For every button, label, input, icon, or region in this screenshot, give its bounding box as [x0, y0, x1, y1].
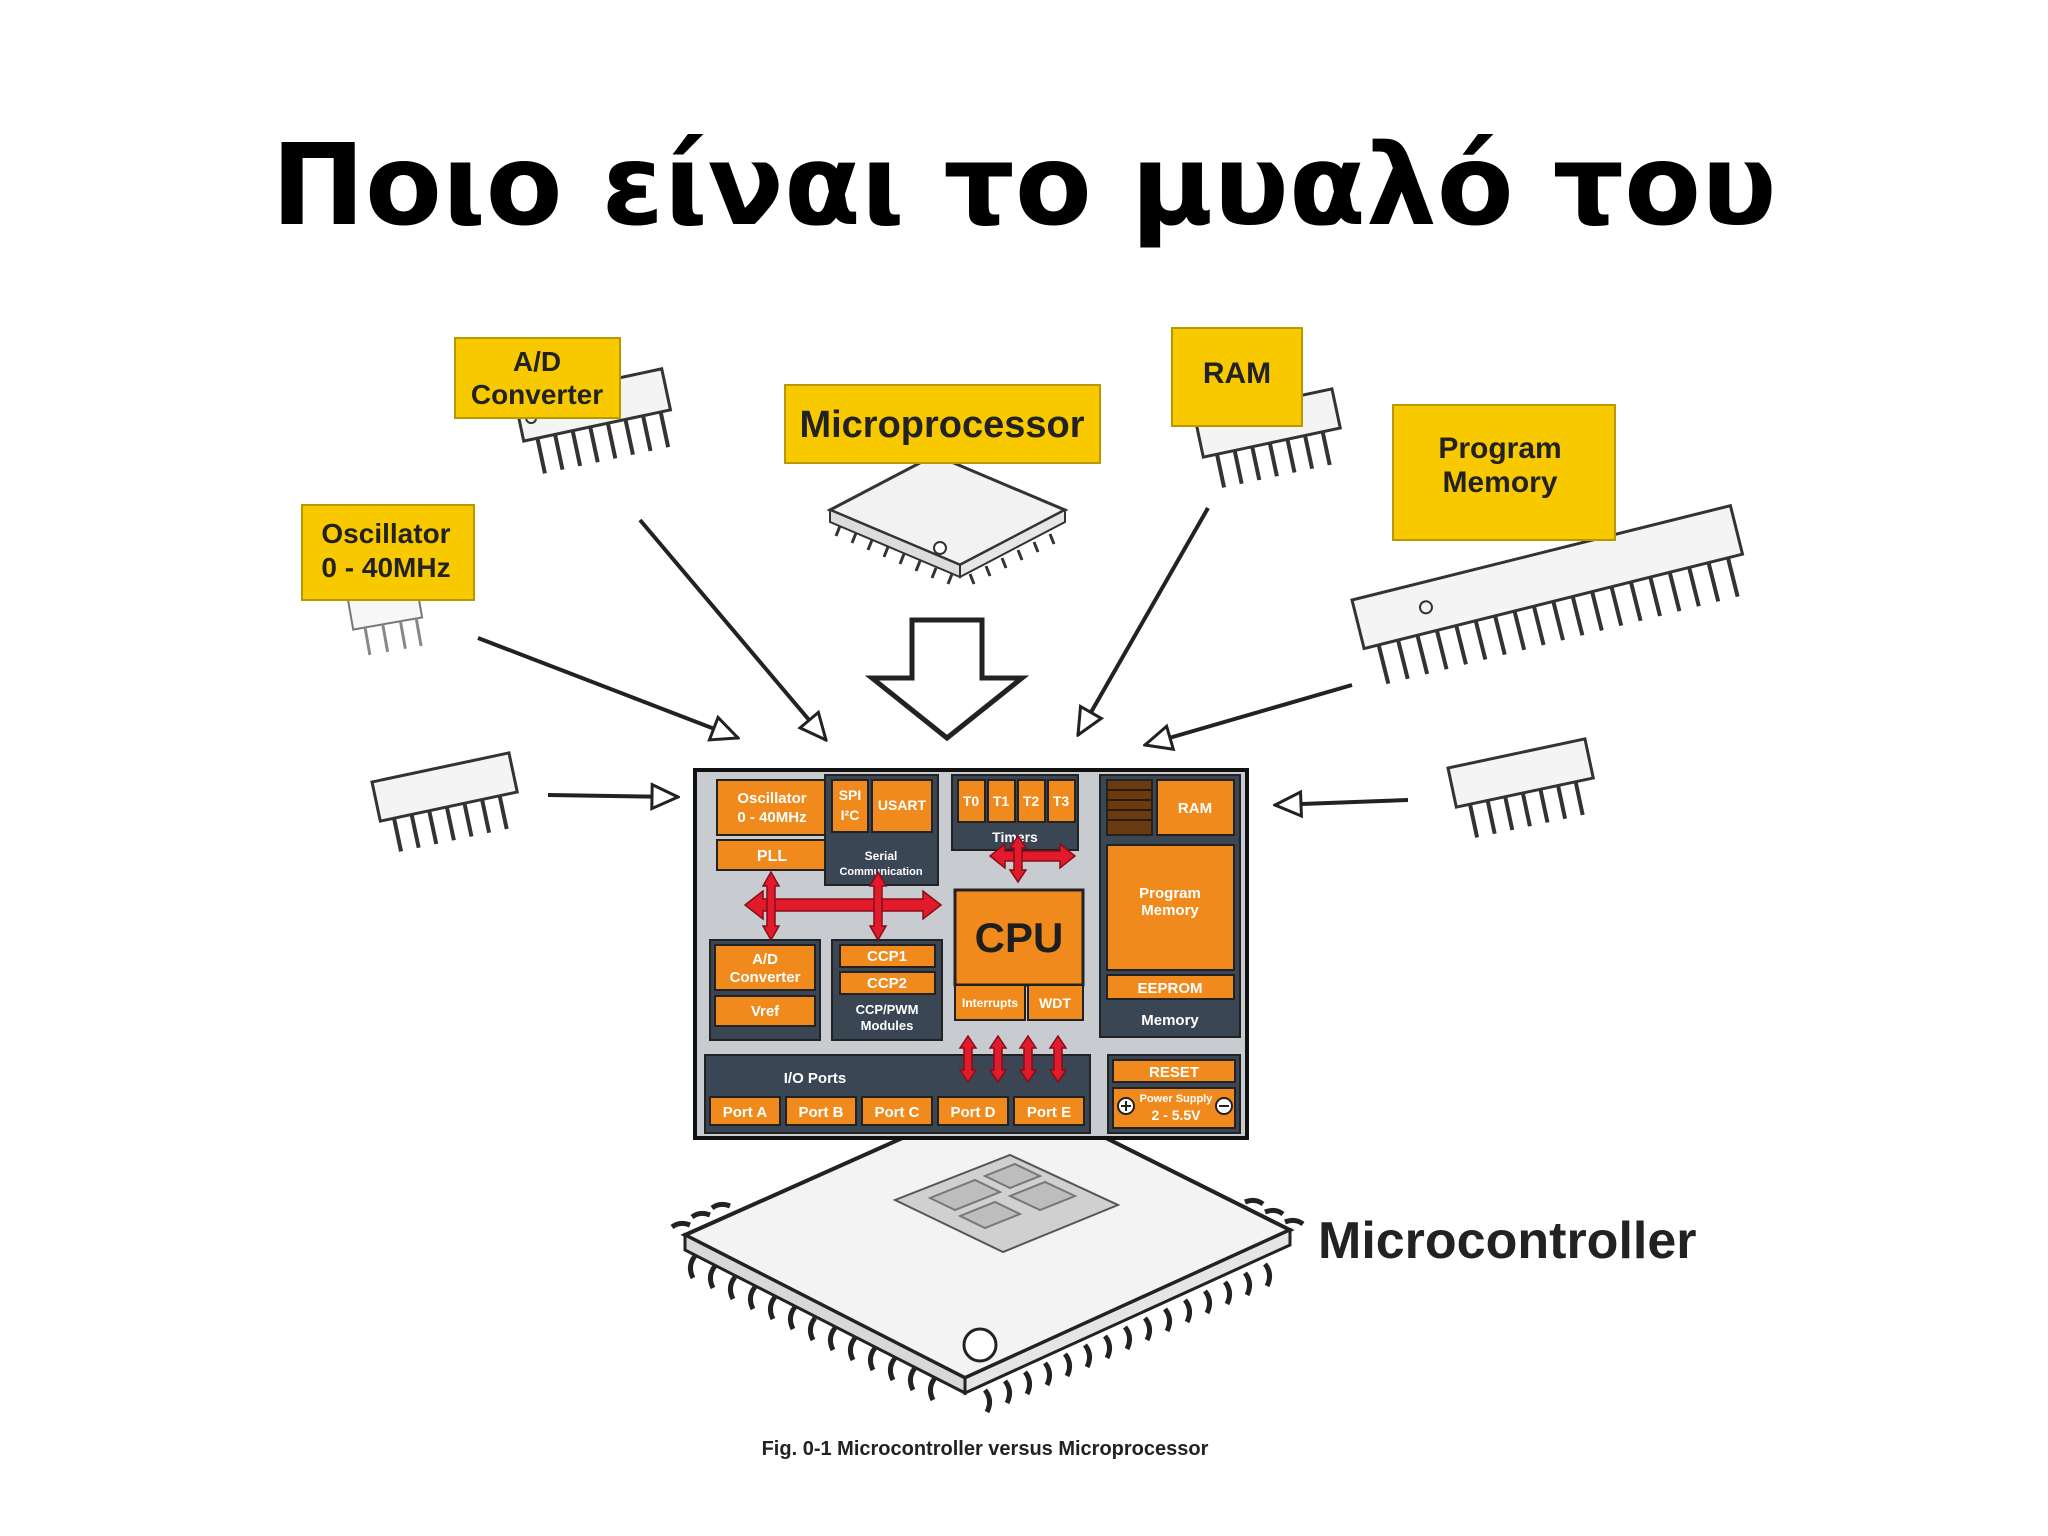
block-t0	[957, 779, 986, 823]
serial-label-line2: Communication	[839, 866, 922, 878]
block-t1	[987, 779, 1016, 823]
block-ccp2	[839, 971, 936, 995]
port-a-label: Port A	[723, 1104, 768, 1121]
block-interrupts-label: Interrupts	[962, 996, 1018, 1010]
block-program-memory	[1106, 844, 1235, 971]
block-ram-label: RAM	[1178, 800, 1212, 817]
microprocessor-label: Microprocessor	[784, 384, 1101, 464]
block-reset-label: RESET	[1149, 1064, 1199, 1081]
figure-caption: Fig. 0-1 Microcontroller versus Micropro…	[762, 1438, 1209, 1460]
power-supply-line2: 2 - 5.5V	[1151, 1107, 1201, 1123]
block-striped	[1106, 779, 1153, 836]
program-memory-chip-icon	[1350, 503, 1745, 685]
timer-t0-label: T0	[963, 793, 980, 809]
bus-arrows	[743, 834, 1077, 1084]
port-d-label: Port D	[951, 1104, 996, 1121]
slide-title: Ποιο είναι το μυαλό του	[271, 121, 1777, 251]
block-eeprom-label: EEPROM	[1137, 980, 1202, 997]
timer-t3-label: T3	[1053, 793, 1070, 809]
program-memory-label-line1: Program	[1438, 432, 1561, 465]
left-dip-chip-icon	[370, 751, 520, 852]
power-supply-line1: Power Supply	[1140, 1093, 1214, 1105]
block-port-d	[937, 1096, 1009, 1126]
memory-label: Memory	[1141, 1012, 1199, 1029]
port-c-label: Port C	[875, 1104, 920, 1121]
block-usart	[871, 779, 933, 833]
block-port-b	[785, 1096, 857, 1126]
big-down-arrow	[864, 617, 1030, 742]
block-ccp1-label: CCP1	[867, 948, 907, 965]
chip-block-diagram: Oscillator 0 - 40MHz PLL SPI I²C USART S…	[693, 768, 1249, 1140]
arrow-oscillator	[477, 636, 738, 738]
ad-converter-label: A/D Converter	[454, 337, 621, 419]
arrow-program-memory	[1145, 683, 1353, 745]
block-spi	[831, 779, 869, 833]
right-dip-chip-icon	[1446, 737, 1596, 838]
oscillator-label: Oscillator 0 - 40MHz	[301, 504, 475, 601]
block-wdt	[1027, 984, 1084, 1021]
block-port-e	[1013, 1096, 1085, 1126]
timer-t2-label: T2	[1023, 793, 1040, 809]
oscillator-label-line2: 0 - 40MHz	[321, 552, 450, 583]
block-wdt-label: WDT	[1039, 995, 1071, 1011]
block-port-c	[861, 1096, 933, 1126]
block-eeprom	[1106, 974, 1235, 1000]
microprocessor-chip-icon	[826, 453, 1069, 585]
block-program-memory-line1: Program	[1139, 885, 1201, 902]
microcontroller-label: Microcontroller	[1318, 1212, 1697, 1270]
block-port-a	[709, 1096, 781, 1126]
timer-t1-label: T1	[993, 793, 1010, 809]
timers-label: Timers	[992, 829, 1038, 845]
block-cpu-label: CPU	[975, 914, 1064, 961]
io-ports-label: I/O Ports	[784, 1070, 847, 1087]
block-spi-label: SPI	[839, 787, 862, 803]
ccp-modules-line1: CCP/PWM	[856, 1002, 919, 1017]
ram-label-text: RAM	[1203, 357, 1271, 390]
microcontroller-package	[670, 1087, 1305, 1414]
block-t2	[1017, 779, 1046, 823]
arrow-right-chip	[1275, 800, 1409, 805]
block-cpu	[953, 888, 1085, 987]
block-pll-label: PLL	[757, 848, 787, 865]
port-b-label: Port B	[799, 1104, 844, 1121]
block-i2c-label: I²C	[841, 807, 860, 823]
block-oscillator-line1: Oscillator	[737, 790, 806, 807]
arrow-ad-converter	[638, 518, 826, 740]
block-ram	[1156, 779, 1235, 836]
block-oscillator	[716, 779, 828, 836]
arrow-ram	[1078, 507, 1210, 735]
block-t3	[1047, 779, 1076, 823]
block-ccp1	[839, 944, 936, 968]
block-usart-label: USART	[878, 797, 927, 813]
microprocessor-label-text: Microprocessor	[799, 404, 1084, 446]
arrows	[477, 507, 1409, 805]
block-reset	[1112, 1059, 1236, 1083]
block-oscillator-line2: 0 - 40MHz	[737, 809, 806, 826]
ram-label: RAM	[1171, 327, 1303, 427]
ad-converter-label-line1: A/D	[513, 346, 561, 377]
block-vref	[714, 995, 816, 1027]
ad-converter-label-line2: Converter	[471, 379, 603, 410]
arrow-left-chip	[547, 795, 678, 797]
block-ad-converter	[714, 944, 816, 991]
program-memory-label: Program Memory	[1392, 404, 1616, 541]
block-ad-line1: A/D	[752, 951, 778, 968]
ccp-modules-line2: Modules	[861, 1018, 914, 1033]
block-ad-line2: Converter	[730, 969, 801, 986]
serial-label-line1: Serial	[865, 849, 898, 863]
oscillator-label-line1: Oscillator	[321, 518, 450, 549]
program-memory-label-line2: Memory	[1442, 466, 1557, 499]
block-ccp2-label: CCP2	[867, 975, 907, 992]
block-interrupts	[954, 984, 1026, 1021]
block-program-memory-line2: Memory	[1141, 902, 1199, 919]
block-vref-label: Vref	[751, 1003, 780, 1020]
port-e-label: Port E	[1027, 1104, 1071, 1121]
